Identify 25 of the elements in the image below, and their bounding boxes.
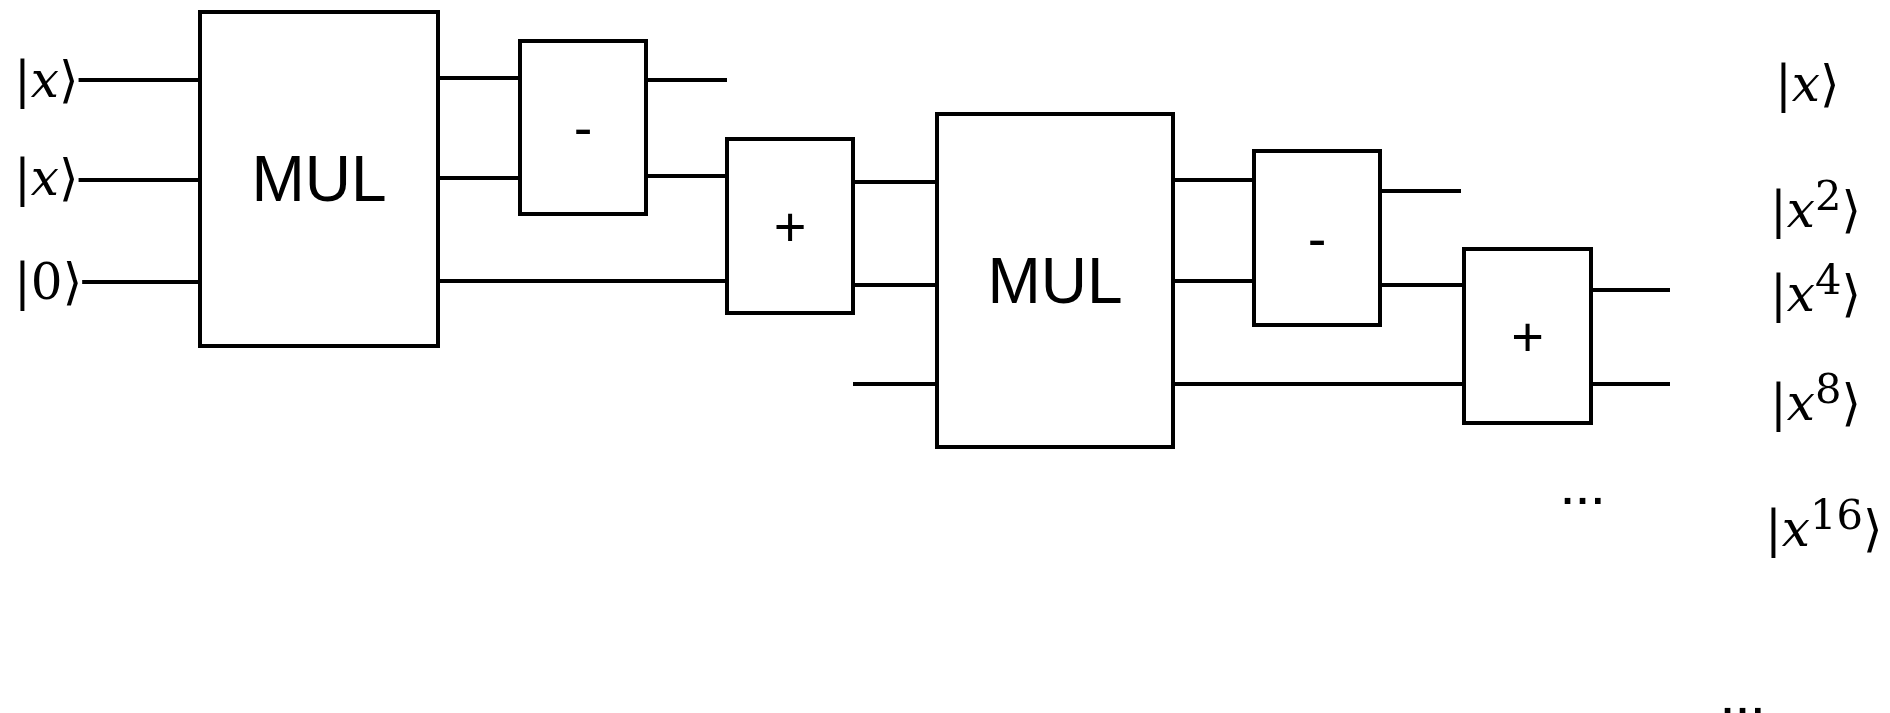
gate-box: - [518,39,648,216]
wire [78,78,198,82]
wire [648,174,725,178]
wire [440,176,518,180]
wire [1175,178,1252,182]
wire [1175,382,1462,386]
wire [1382,189,1461,193]
wire [648,78,727,82]
gate-box: + [1462,247,1593,425]
gate-box: MUL [198,10,440,348]
wire [82,280,198,284]
wire [78,178,198,182]
wire [440,279,725,283]
gate-box: MUL [935,112,1175,449]
wire [440,76,518,80]
gate-box: - [1252,149,1382,327]
wire [1593,382,1670,386]
gate-box: + [725,137,855,315]
wire [1382,283,1462,287]
wire [855,283,935,287]
wire [1593,288,1670,292]
wire [853,382,935,386]
ellipsis: ... [1562,470,1608,510]
wire [855,180,935,184]
wire [1175,279,1252,283]
